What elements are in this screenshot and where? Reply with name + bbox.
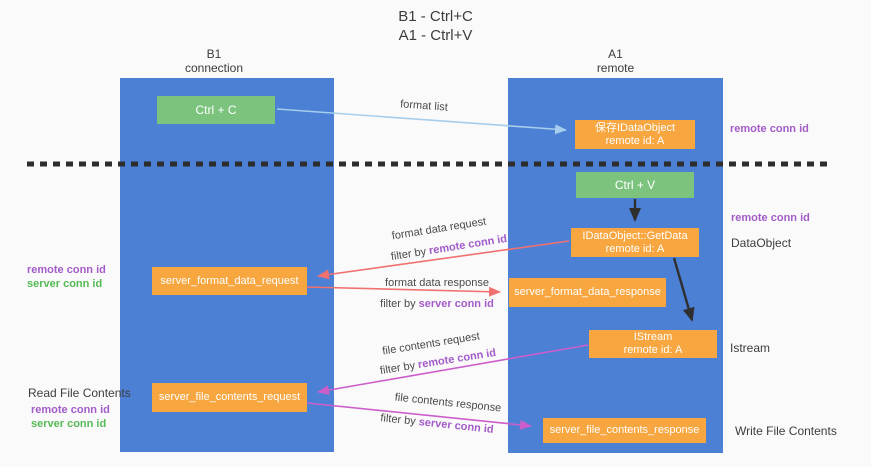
node-ctrl-v-label: Ctrl + V bbox=[614, 177, 656, 192]
node-istream-line1: IStream bbox=[633, 331, 673, 343]
node-file-response-label: server_file_contents_response bbox=[549, 424, 700, 436]
annotation-dataobject: DataObject bbox=[731, 236, 792, 250]
node-store-line1: 保存IDataObject bbox=[594, 121, 676, 134]
lane-header-a1: A1 remote bbox=[508, 47, 723, 75]
annotation-istream: Istream bbox=[730, 341, 771, 355]
lane-b1-sub: connection bbox=[184, 61, 244, 75]
node-file-request-label: server_file_contents_request bbox=[158, 391, 301, 403]
node-store-idataobject: 保存IDataObject remote id: A bbox=[575, 120, 695, 149]
node-server-format-data-request: server_format_data_request bbox=[152, 267, 307, 295]
annotation-left-bottom-conn-ids: remote conn id server conn id bbox=[31, 403, 110, 431]
filter-prefix: filter by bbox=[379, 412, 420, 429]
node-format-response-label: server_format_data_response bbox=[514, 286, 661, 298]
node-getdata-line2: remote id: A bbox=[605, 242, 665, 255]
filter-prefix: filter by bbox=[379, 359, 420, 378]
node-ctrl-c: Ctrl + C bbox=[157, 96, 275, 124]
node-ctrl-c-label: Ctrl + C bbox=[195, 102, 237, 117]
annotation-remote-conn-id-bottom: remote conn id bbox=[31, 404, 110, 416]
node-ctrl-v: Ctrl + V bbox=[576, 172, 694, 198]
annotation-remote-conn-id-left: remote conn id bbox=[27, 264, 106, 276]
node-server-file-contents-request: server_file_contents_request bbox=[152, 383, 307, 412]
annotation-server-conn-id-bottom: server conn id bbox=[31, 418, 107, 430]
filter-key-server-conn-id: server conn id bbox=[418, 416, 495, 436]
annotation-read-file-contents: Read File Contents bbox=[28, 386, 131, 400]
diagram-title: B1 - Ctrl+C A1 - Ctrl+V bbox=[0, 7, 871, 45]
edge-label-file-contents-response: file contents response bbox=[394, 391, 502, 415]
filter-key-server-conn-id: server conn id bbox=[418, 298, 494, 310]
node-format-request-label: server_format_data_request bbox=[160, 274, 299, 287]
node-store-line2: remote id: A bbox=[605, 134, 665, 147]
title-line-1: B1 - Ctrl+C bbox=[398, 8, 473, 25]
node-getdata: IDataObject::GetData remote id: A bbox=[571, 228, 699, 257]
filter-prefix: filter by bbox=[390, 245, 431, 264]
filter-prefix: filter by bbox=[380, 298, 419, 310]
node-istream: IStream remote id: A bbox=[589, 330, 717, 358]
lane-header-b1: B1 connection bbox=[124, 47, 304, 75]
lane-a1-sub: remote bbox=[596, 61, 635, 75]
edge-label-format-response-filter: filter by server conn id bbox=[380, 298, 494, 310]
filter-key-remote-conn-id: remote conn id bbox=[428, 232, 508, 258]
node-istream-line2: remote id: A bbox=[623, 344, 683, 356]
annotation-left-mid-conn-ids: remote conn id server conn id bbox=[27, 263, 106, 291]
edge-label-format-list: format list bbox=[399, 98, 449, 114]
node-getdata-line1: IDataObject::GetData bbox=[582, 229, 688, 242]
annotation-remote-conn-id-mid: remote conn id bbox=[731, 212, 810, 224]
annotation-remote-conn-id-top: remote conn id bbox=[730, 123, 809, 135]
lane-b1-name: B1 bbox=[206, 47, 222, 61]
title-line-2: A1 - Ctrl+V bbox=[398, 27, 473, 44]
node-server-format-data-response: server_format_data_response bbox=[509, 278, 666, 307]
annotation-server-conn-id-left: server conn id bbox=[27, 278, 103, 290]
annotation-write-file-contents: Write File Contents bbox=[735, 424, 837, 438]
lane-a1-name: A1 bbox=[608, 47, 623, 61]
node-server-file-contents-response: server_file_contents_response bbox=[543, 418, 706, 443]
filter-key-remote-conn-id: remote conn id bbox=[417, 346, 497, 372]
edge-label-file-response-filter: filter by server conn id bbox=[380, 412, 494, 436]
edge-label-format-data-response: format data response bbox=[385, 277, 489, 289]
